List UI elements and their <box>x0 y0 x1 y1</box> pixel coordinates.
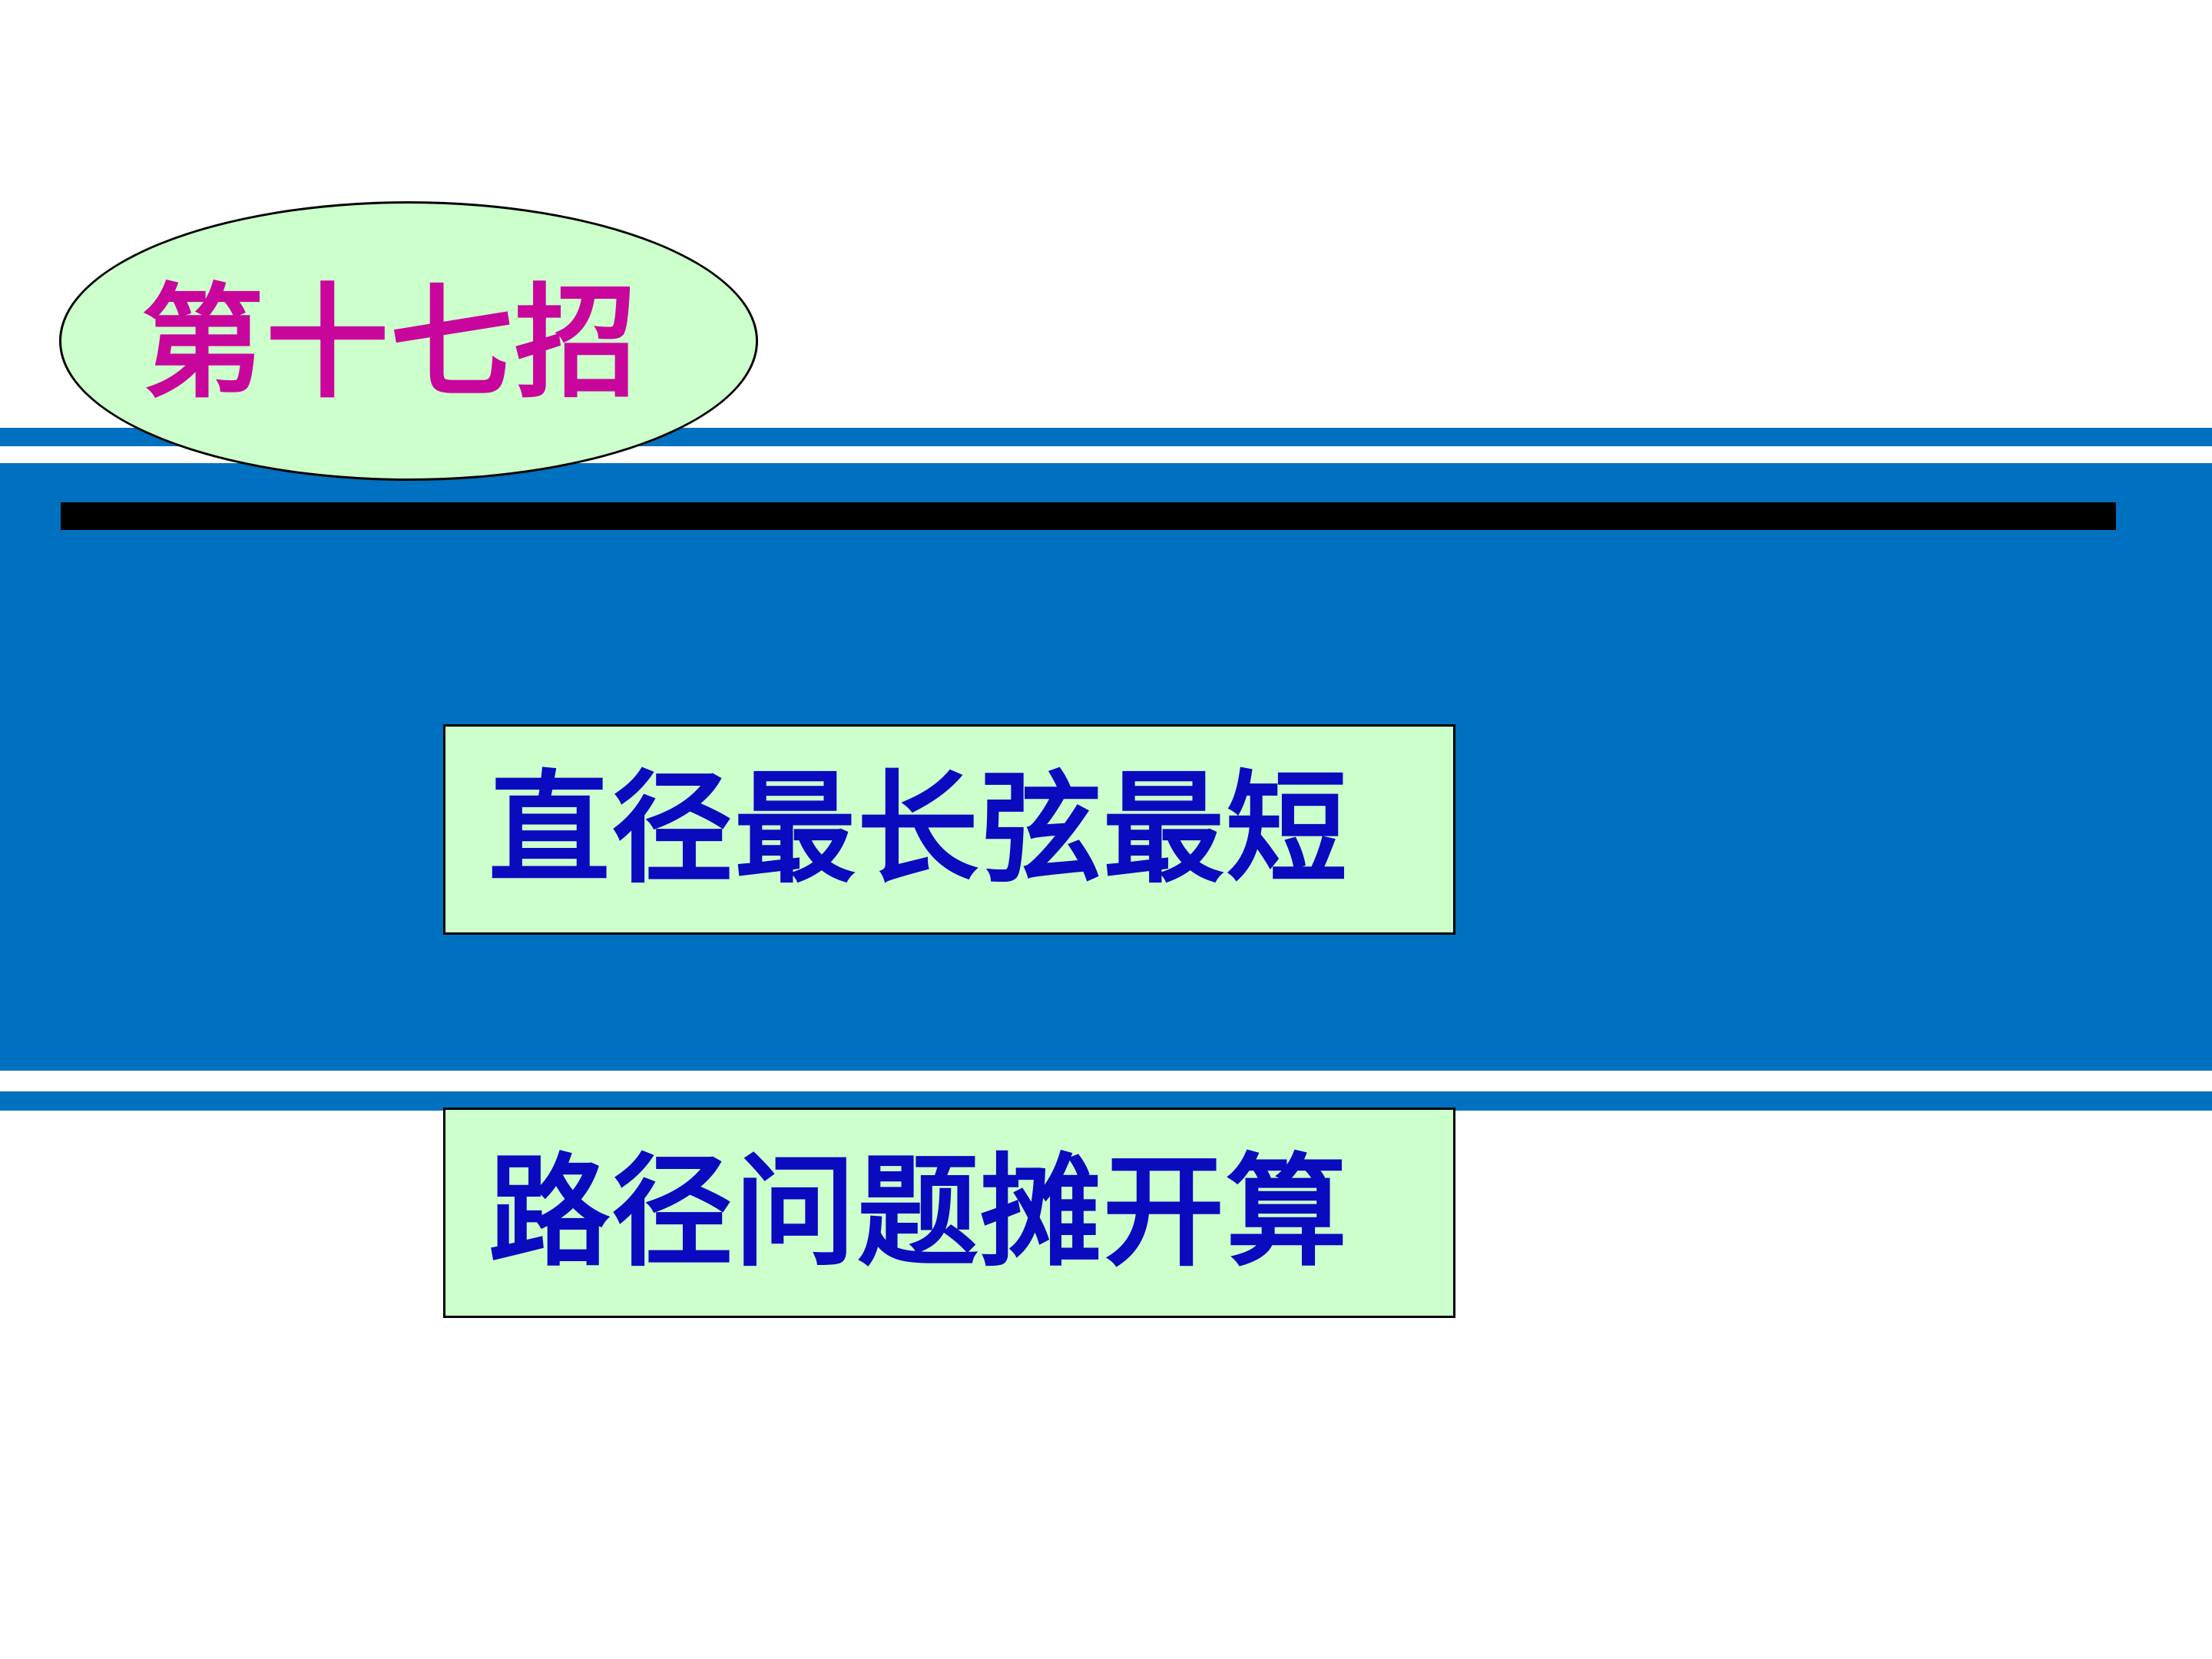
black-divider-bar <box>61 502 2116 530</box>
text-box-1-label: 直径最长弦最短 <box>488 758 1349 900</box>
title-ellipse: 第十七招 <box>59 201 758 481</box>
bottom-thin-blue-stripe <box>0 1091 2212 1111</box>
text-box-2-label: 路径问题摊开算 <box>488 1141 1349 1283</box>
slide-title: 第十七招 <box>141 271 639 415</box>
text-box-1: 直径最长弦最短 <box>443 724 1455 935</box>
text-box-2: 路径问题摊开算 <box>443 1108 1455 1318</box>
